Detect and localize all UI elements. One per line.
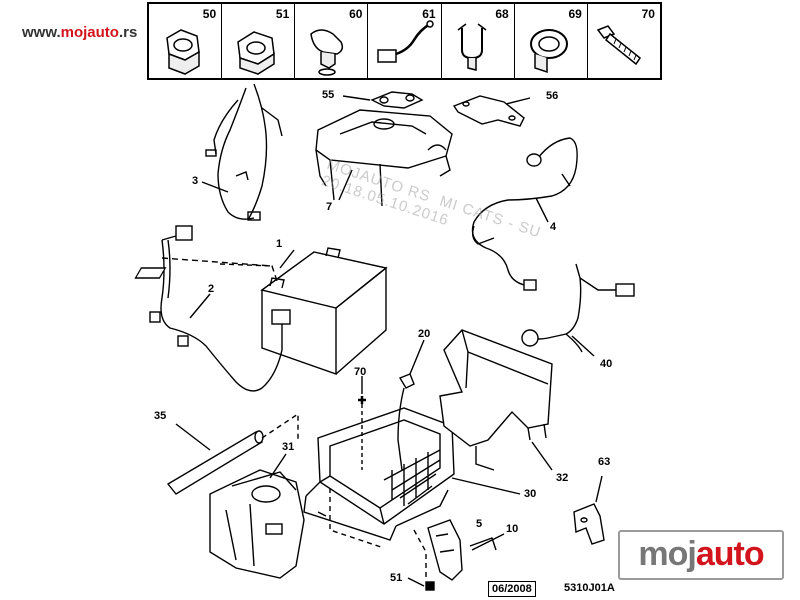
thumb-label: 61	[422, 7, 436, 21]
thumb-50: 50	[149, 4, 223, 78]
thumb-68: 68	[442, 4, 515, 78]
callout-7: 7	[326, 201, 333, 213]
thumb-label: 50	[202, 7, 217, 21]
callout-10: 10	[506, 523, 519, 535]
bolt-70-marker	[358, 376, 366, 470]
thumb-label: 70	[641, 7, 655, 21]
thumb-70: 70	[588, 4, 660, 78]
site-prefix: www.	[22, 24, 61, 41]
cover-31-part	[209, 412, 305, 579]
bracket-10-part	[407, 519, 505, 591]
site-brand: mojauto	[60, 24, 119, 41]
clamp-20-part	[397, 339, 425, 471]
battery-1-part	[134, 247, 388, 375]
callout-30: 30	[524, 488, 537, 500]
terminal-55-part	[342, 91, 424, 109]
thumb-label: 51	[275, 7, 290, 21]
thumb-69: 69	[515, 4, 588, 78]
harness-4-part	[471, 137, 578, 291]
logo-part-2: auto	[695, 535, 765, 573]
clamp-icon	[529, 29, 568, 74]
nut-icon	[166, 29, 200, 75]
tube-35-part	[166, 423, 264, 495]
callout-35: 35	[154, 410, 167, 422]
thumb-label: 68	[495, 7, 509, 21]
callout-2: 2	[208, 283, 215, 295]
callout-5: 5	[476, 518, 483, 530]
cable-40-part	[521, 263, 635, 357]
callout-1: 1	[276, 238, 283, 250]
mojauto-logo[interactable]: mojauto	[618, 530, 784, 580]
clip-icon	[310, 29, 344, 76]
footer-reference: 5310J01A	[564, 582, 615, 594]
bracket-56-part	[452, 95, 531, 127]
nut-icon	[237, 31, 275, 75]
thumb-51: 51	[222, 4, 296, 78]
thumb-60: 60	[295, 4, 369, 78]
callout-55: 55	[322, 89, 335, 101]
clip-icon	[457, 23, 487, 71]
callout-70: 70	[354, 366, 367, 378]
callout-4: 4	[550, 221, 557, 233]
cable-icon	[377, 20, 435, 63]
callout-51: 51	[390, 572, 403, 584]
thumb-label: 60	[349, 7, 363, 21]
callout-63: 63	[598, 456, 611, 468]
harness-3-part	[201, 83, 283, 221]
callout-40: 40	[600, 358, 613, 370]
site-suffix: .rs	[118, 24, 138, 41]
site-url[interactable]: www.mojauto.rs	[22, 24, 137, 41]
callout-56: 56	[546, 90, 559, 102]
callout-32: 32	[556, 472, 569, 484]
cable-2-part	[149, 225, 291, 392]
callout-31: 31	[282, 441, 295, 453]
bolt-icon	[596, 25, 641, 66]
cover-32-part	[439, 329, 553, 471]
callout-3: 3	[192, 175, 199, 187]
thumb-label: 69	[568, 7, 582, 21]
thumb-61: 61	[368, 4, 442, 78]
bracket-63-part	[573, 475, 605, 545]
battery-tray-30-part	[303, 407, 521, 541]
footer-date: 06/2008	[488, 581, 536, 597]
callout-20: 20	[418, 328, 431, 340]
logo-part-1: moj	[638, 535, 696, 573]
fuse-box-7-part	[315, 109, 453, 207]
small-parts-strip: 50 51 60 61	[147, 2, 662, 80]
